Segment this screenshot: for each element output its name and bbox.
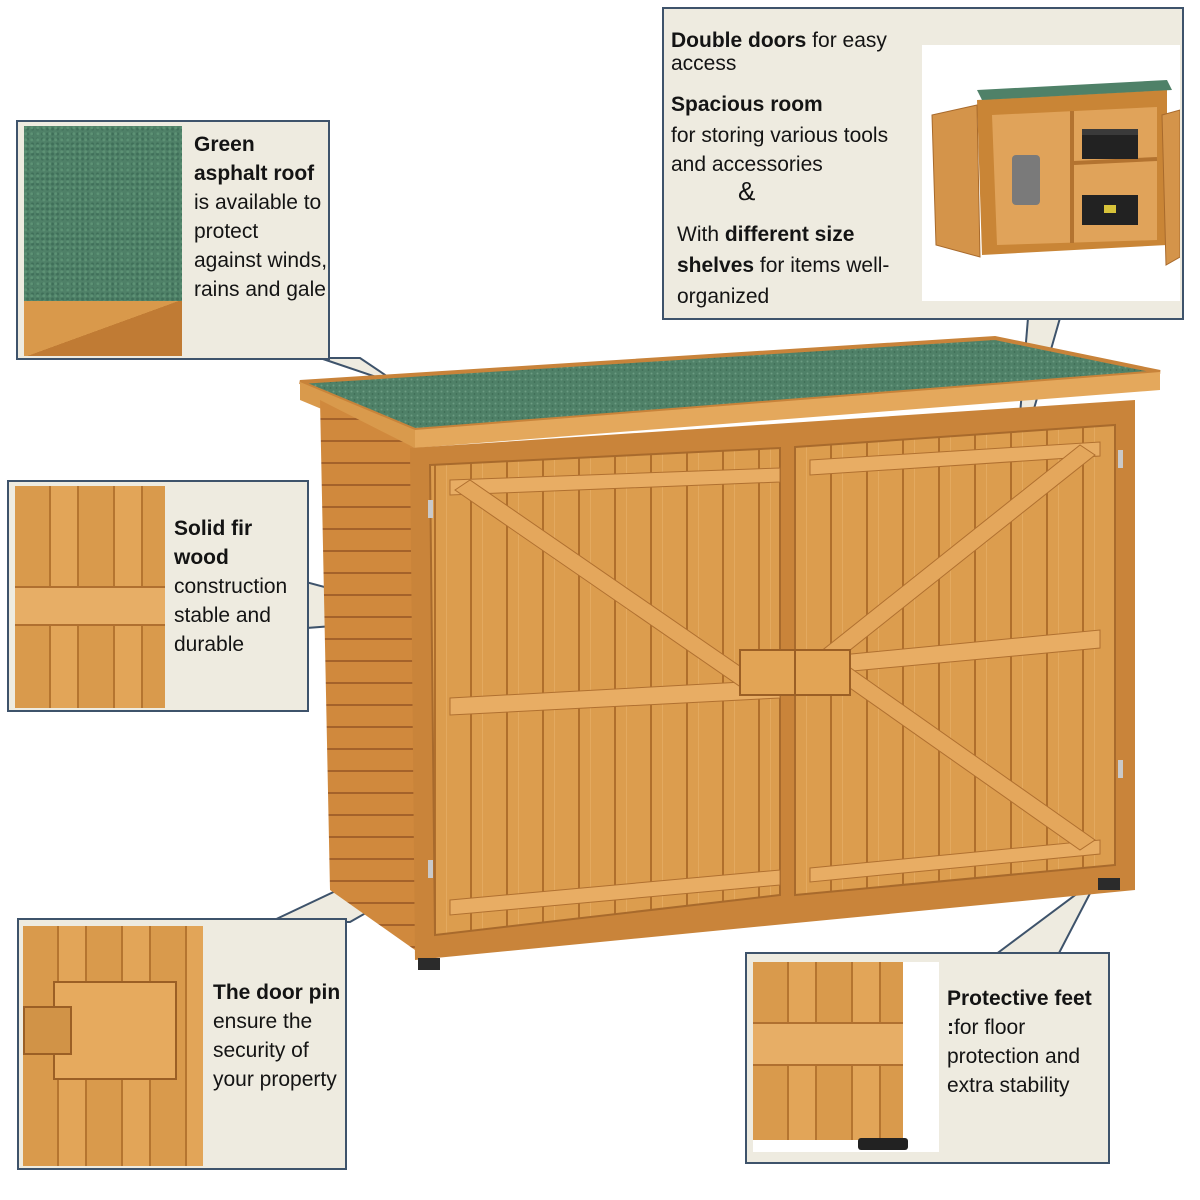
wood-detail-photo: [15, 486, 165, 708]
doors-callout-line3: With different size shelves for items we…: [677, 219, 915, 312]
doors-callout-line1: Double doors for easy access: [671, 29, 901, 75]
feet-detail-photo: [753, 962, 939, 1152]
roof-callout: Green asphalt roof is available to prote…: [16, 120, 330, 360]
pin-callout: The door pin ensure the security of your…: [17, 918, 347, 1170]
doors-callout-line2-bold: Spacious room: [671, 93, 823, 116]
feet-callout: Protective feet :for floor protection an…: [745, 952, 1110, 1164]
roof-callout-text: Green asphalt roof is available to prote…: [194, 130, 328, 304]
feet-callout-bold: Protective feet :: [947, 987, 1092, 1039]
pin-callout-text: The door pin ensure the security of your…: [213, 978, 343, 1094]
feet-callout-text: Protective feet :for floor protection an…: [947, 984, 1107, 1100]
doors-callout-line2-rest: for storing various tools and accessorie…: [671, 124, 889, 176]
doors-callout-line3-pre: With: [677, 223, 725, 246]
wood-callout-text: Solid fir wood construction stable and d…: [174, 514, 308, 659]
foot: [418, 958, 440, 970]
wood-callout: Solid fir wood construction stable and d…: [7, 480, 309, 712]
doors-callout-line1-bold: Double doors: [671, 29, 807, 52]
doors-callout-line1-rest: for easy access: [671, 29, 887, 75]
wood-callout-rest: construction stable and durable: [174, 575, 288, 656]
feet-callout-rest: for floor protection and extra stability: [947, 1016, 1081, 1097]
shed-side: [320, 400, 415, 950]
doors-callout: Double doors for easy access Spacious ro…: [662, 7, 1184, 320]
wood-callout-bold: Solid fir wood: [174, 517, 253, 569]
doors-callout-ampersand: &: [738, 176, 756, 206]
doors-callout-line3-rest: for items well-organized: [677, 254, 890, 308]
storage-shed-image: [299, 335, 1161, 970]
open-shed-photo: [922, 45, 1180, 301]
roof-callout-rest: is available to protect against winds, r…: [194, 191, 328, 301]
roof-detail-photo: [24, 126, 182, 356]
pin-callout-rest: ensure the security of your property: [213, 1010, 337, 1091]
pin-detail-photo: [23, 926, 203, 1166]
pin-callout-bold: The door pin: [213, 981, 341, 1004]
roof-callout-bold: Green asphalt roof: [194, 133, 315, 185]
doors-callout-line3-bold: different size shelves: [677, 223, 855, 277]
